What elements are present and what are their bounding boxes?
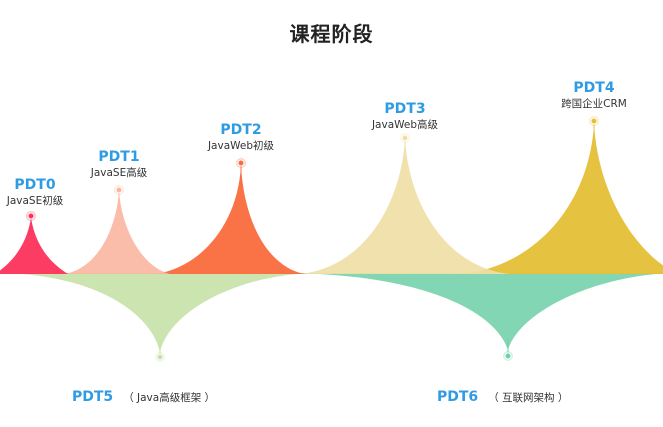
stage-label-pdt5: PDT5 （ Java高级框架 ） (72, 386, 215, 406)
stage-code: PDT5 (72, 389, 114, 405)
stage-code: PDT6 (437, 389, 479, 405)
stage-desc: JavaWeb初级 (207, 140, 275, 152)
dot-pdt4 (590, 117, 598, 125)
stage-label-pdt2: PDT2 JavaWeb初级 (196, 122, 286, 153)
dot-pdt2 (237, 159, 245, 167)
stage-desc: （ Java高级框架 ） (123, 392, 216, 404)
stage-label-pdt4: PDT4 跨国企业CRM (544, 80, 644, 111)
dot-pdt6 (504, 352, 512, 360)
stage-desc: JavaSE初级 (6, 195, 64, 207)
stage-label-pdt6: PDT6 （ 互联网架构 ） (437, 386, 568, 406)
stage-code: PDT0 (14, 177, 56, 193)
stage-code: PDT4 (573, 80, 615, 96)
peak-pdt1 (65, 192, 170, 274)
dot-pdt3 (401, 134, 409, 142)
stage-code: PDT3 (384, 101, 426, 117)
dot-pdt1 (115, 186, 123, 194)
peak-pdt6 (280, 273, 663, 350)
stage-label-pdt3: PDT3 JavaWeb高级 (360, 101, 450, 132)
peak-pdt5 (0, 273, 320, 352)
stage-desc: （ 互联网架构 ） (488, 392, 569, 404)
page-title: 课程阶段 (289, 22, 374, 46)
stage-desc: JavaWeb高级 (371, 119, 439, 131)
stage-code: PDT2 (220, 122, 262, 138)
peak-markers (26, 116, 599, 362)
stage-desc: JavaSE高级 (90, 167, 148, 179)
peak-pdt2 (155, 165, 305, 274)
dot-pdt0 (27, 212, 35, 220)
stage-label-pdt0: PDT0 JavaSE初级 (0, 177, 70, 208)
stage-desc: 跨国企业CRM (561, 98, 627, 110)
peak-pdt0 (0, 218, 68, 274)
peak-pdt3 (300, 140, 510, 274)
dot-pdt5 (156, 353, 164, 361)
stage-code: PDT1 (98, 149, 140, 165)
stage-label-pdt1: PDT1 JavaSE高级 (79, 149, 159, 180)
peak-pdt4 (460, 125, 663, 274)
